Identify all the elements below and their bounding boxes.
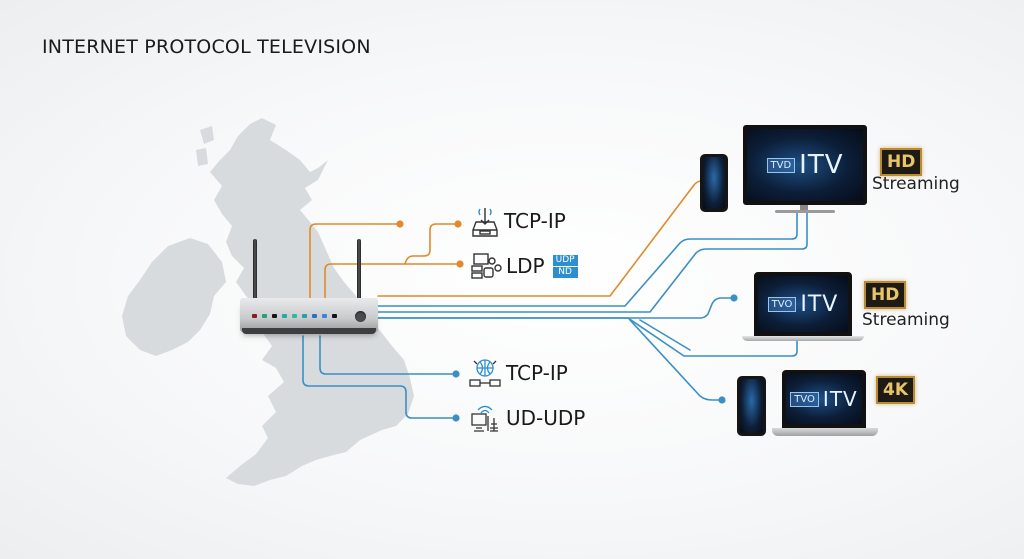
link-router-to-tcp-ip-upper [309,223,401,299]
badge-line-udp: UDP [552,254,578,266]
node-dot-tcp-ip-lower [452,370,460,378]
protocol-label: LDP [506,254,545,278]
router-antenna-left [253,239,257,301]
link-router-to-ud-udp [302,335,457,419]
node-dot-ldp [456,260,464,268]
router-base [242,328,376,334]
link-router-to-laptop-base [377,317,798,357]
screen-tag: TVD [766,157,796,173]
link-router-to-tv-a [377,210,798,307]
tv-base [775,210,835,213]
tv-stand [800,205,808,211]
protocol-ldp[interactable]: LDP UDP ND [470,252,578,280]
link-branch-to-tcp-ip-upper [404,223,459,265]
router-leds [252,314,337,318]
laptop-screen: TVO ITV [754,272,852,336]
router-led [302,314,307,318]
link-parallel-a [639,319,691,351]
scotland-islands [196,126,214,166]
node-dot-device-group-3 [718,396,726,404]
router-led [292,314,297,318]
udp-nd-badge: UDP ND [552,254,578,278]
quality-badge-hd: HD [880,148,923,176]
ireland-shape [122,238,226,356]
smartphone [737,376,766,436]
download-tray-icon [472,208,498,237]
laptop-base [772,428,878,436]
router-led [262,314,267,318]
protocol-ud-udp[interactable]: UD-UDP [470,402,585,434]
node-dot-laptop [730,294,738,302]
screen-tag: TVO [767,296,797,312]
protocol-label: TCP-IP [506,361,568,385]
node-dot-ud-udp [452,414,460,422]
wifi-computer-icon [471,405,498,432]
protocol-label: TCP-IP [504,209,566,233]
network-devices-icon [471,253,502,279]
protocol-tcp-ip-lower[interactable]: TCP-IP [468,358,568,388]
screen-tag: TVO [790,391,819,407]
link-router-to-laptop [377,297,735,319]
screen-brand: ITV [822,387,858,411]
quality-badge-4k: 4K [876,376,916,404]
quality-badge-hd: HD [864,281,907,309]
router-led [312,314,317,318]
protocol-label: UD-UDP [506,406,586,430]
router-led [332,314,337,318]
router-led [282,314,287,318]
screen-brand: ITV [800,291,839,317]
link-router-to-tcp-ip-lower [319,335,457,375]
screen-brand: ITV [799,150,844,180]
link-router-to-device-group-3 [629,319,723,401]
router-power-button[interactable] [355,311,366,322]
streaming-caption: Streaming [872,174,960,194]
node-dot-orange [396,220,404,228]
tv-screen: TVD ITV [743,125,867,205]
router-led [252,314,257,318]
link-router-to-tv-b [377,210,808,313]
smartphone [700,154,728,212]
laptop-screen: TVO ITV [782,370,866,428]
link-router-to-ldp [324,263,461,299]
protocol-tcp-ip-upper[interactable]: TCP-IP [470,204,566,238]
streaming-caption: Streaming [862,310,950,330]
router-antenna-right [357,239,361,301]
badge-line-nd: ND [552,266,578,278]
router-led [272,314,277,318]
laptop-base [742,336,864,341]
router[interactable] [240,239,378,336]
globe-network-icon [469,359,501,387]
router-led [322,314,327,318]
node-dot-tcp-ip-upper [454,220,462,228]
page-title: INTERNET PROTOCOL TELEVISION [42,36,371,58]
